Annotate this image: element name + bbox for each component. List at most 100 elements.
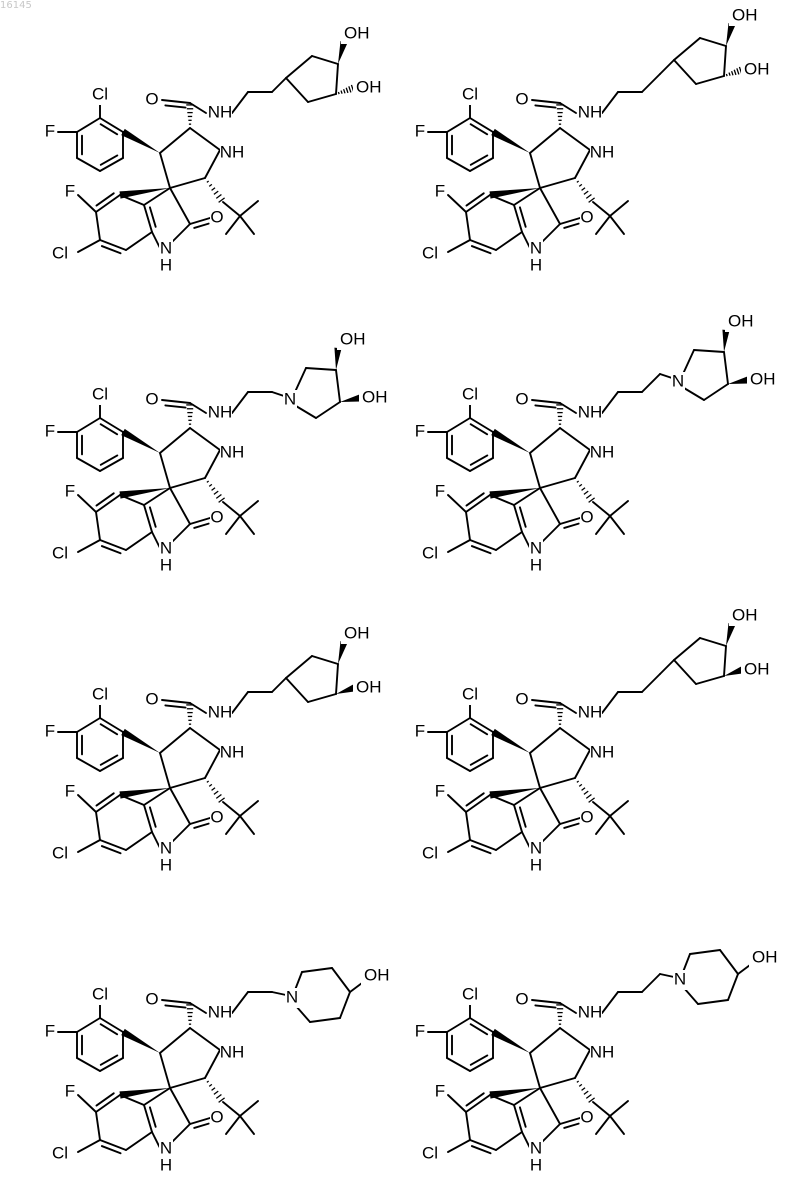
bond [610,816,624,834]
lactam-carbonyl [560,518,580,524]
hydroxyl-label: OH [364,965,390,984]
hydroxyl-label: OH [362,387,388,406]
bond [447,1058,470,1071]
bond [308,94,336,102]
bond [100,158,123,171]
bond [447,158,470,171]
bond [96,1112,100,1140]
bond [126,232,152,250]
wedge-bond [336,685,355,694]
bond [540,1078,575,1088]
fluorine-label: F [65,481,75,500]
bond [190,428,220,450]
bond [312,656,338,664]
bond [316,402,340,418]
bond [232,392,248,413]
molecule: NOHClFNHONHFClONH [413,947,778,1176]
bond [272,78,286,92]
wedge-bond [724,667,743,676]
double-bond [96,493,113,505]
chlorine-label: Cl [462,84,478,103]
lactam-h-label: H [530,855,542,874]
bond [596,816,610,834]
bond [575,450,590,478]
bond [160,453,170,488]
bond [470,840,496,850]
bond-to-cl [78,540,100,552]
hydroxyl-label: OH [752,947,778,966]
amine-nh-label: NH [220,1042,245,1061]
bond [596,516,610,534]
molecule: OHOHClFNHONHFClONH [43,23,382,276]
bond [160,753,170,788]
lactam-carbonyl [190,518,210,524]
bond [170,488,190,524]
bond [560,1003,576,1013]
side-chain: NOH [602,947,778,1013]
bond [152,532,160,548]
spiro-core: ClFNHONHFClONH [413,984,628,1176]
molecule: NOHOHClFNHONHFClONH [43,329,388,576]
hydroxyl-label: OH [728,311,754,330]
double-bond [165,105,185,107]
bond [77,118,100,132]
bond [240,501,258,516]
bond [660,374,672,378]
bond [240,216,254,234]
lactam-h-label: H [160,1155,172,1174]
bond [610,801,628,816]
bond [490,495,514,505]
bond [496,532,522,550]
double-bond [471,424,488,434]
bond [660,60,674,74]
bond [77,718,100,732]
bond-to-f [448,795,466,812]
wedge-bond [726,623,735,646]
double-bond [564,524,578,528]
oxygen-label: O [580,507,593,526]
structure-drawing: NOHClFNHONHFClONH [390,900,780,1200]
bond [575,750,590,778]
oxygen-label: O [145,989,158,1008]
chlorine-label: Cl [462,384,478,403]
bond [560,403,576,413]
double-bond [165,405,185,407]
bond [698,1000,728,1004]
bond [530,128,560,153]
fluorine-label: F [45,121,55,140]
bond [674,638,700,660]
double-bond [520,1107,526,1126]
amide-nh-label: NH [578,102,603,121]
bond [286,656,312,678]
bond [296,406,316,418]
double-bond [150,807,156,826]
hydroxyl-label: OH [744,59,770,78]
bond [232,992,248,1013]
bond-to-cl [448,240,470,252]
wedge-bond [728,376,749,384]
hash-bond [577,181,595,202]
spiro-core: ClFNHONHFClONH [43,684,258,876]
bond [126,832,152,850]
bond [674,60,696,84]
fluorine-label: F [415,1021,425,1040]
amine-nh-label: NH [590,142,615,161]
compound-8: NOHClFNHONHFClONH [390,900,780,1200]
bond [223,202,240,216]
hydroxyl-label: OH [750,369,776,388]
compound-2: OHOHClFNHONHFClONH [390,0,780,300]
spiro-core: ClFNHONHFClONH [43,984,258,1176]
oxygen-label: O [580,1107,593,1126]
bond [152,832,160,848]
bond-to-f [448,1095,466,1112]
side-chain: OHOH [232,623,382,713]
bond [593,502,610,516]
ring-n-label: N [286,987,298,1006]
molecule: OHOHClFNHONHFClONH [413,605,770,876]
bond [466,212,470,240]
double-bond [564,224,578,228]
bond [660,660,674,674]
bond [694,350,724,352]
bond [522,1132,530,1148]
